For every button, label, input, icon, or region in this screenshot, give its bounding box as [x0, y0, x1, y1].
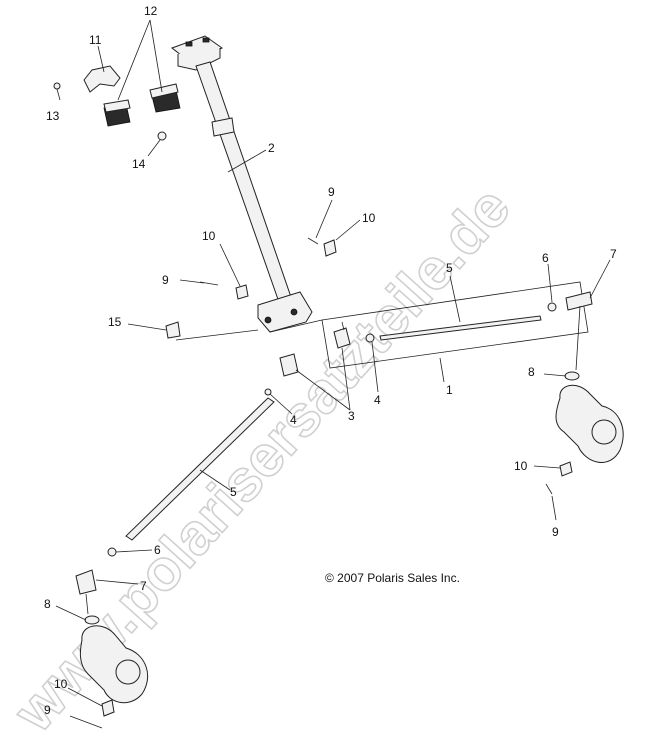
tie-rod-assembly-right	[175, 281, 593, 371]
callout-9-top: 9	[328, 185, 335, 199]
callout-3: 3	[348, 409, 355, 423]
callout-4-right: 4	[374, 393, 381, 407]
callout-13: 13	[46, 109, 60, 123]
clamp-assembly	[53, 65, 181, 141]
callout-11: 11	[89, 33, 102, 47]
callout-5-right: 5	[446, 261, 453, 275]
callout-9-left-bottom: 9	[44, 703, 51, 717]
callout-6-right: 6	[542, 251, 549, 265]
callout-2: 2	[268, 141, 275, 155]
callout-9-right: 9	[552, 525, 559, 539]
steering-column	[170, 35, 313, 333]
callout-9-left: 9	[162, 273, 169, 287]
callout-7-right: 7	[610, 247, 617, 261]
tie-rod-left	[75, 353, 299, 615]
callout-10-top-right: 10	[362, 211, 376, 225]
callout-12: 12	[144, 4, 158, 18]
callouts: 12 11 13 14 2 9 10 10 9 15 5 6 7 4 1 3 4	[44, 4, 617, 717]
watermark-text: www.polarisersatzteile.de	[1, 175, 523, 745]
callout-8-right: 8	[528, 365, 535, 379]
spindle-right	[545, 371, 624, 495]
callout-14: 14	[132, 157, 146, 171]
callout-6-left: 6	[154, 543, 161, 557]
callout-4-left: 4	[290, 413, 297, 427]
callout-8-left: 8	[44, 597, 51, 611]
callout-1: 1	[446, 383, 453, 397]
callout-10-top-left: 10	[202, 229, 216, 243]
callout-10-left: 10	[54, 677, 68, 691]
spindle-left	[69, 615, 149, 729]
copyright-notice: © 2007 Polaris Sales Inc.	[325, 571, 460, 585]
callout-10-right: 10	[514, 459, 528, 473]
callout-7-left: 7	[140, 579, 147, 593]
callout-15: 15	[108, 315, 122, 329]
callout-5-left: 5	[230, 485, 237, 499]
fasteners	[165, 237, 337, 339]
